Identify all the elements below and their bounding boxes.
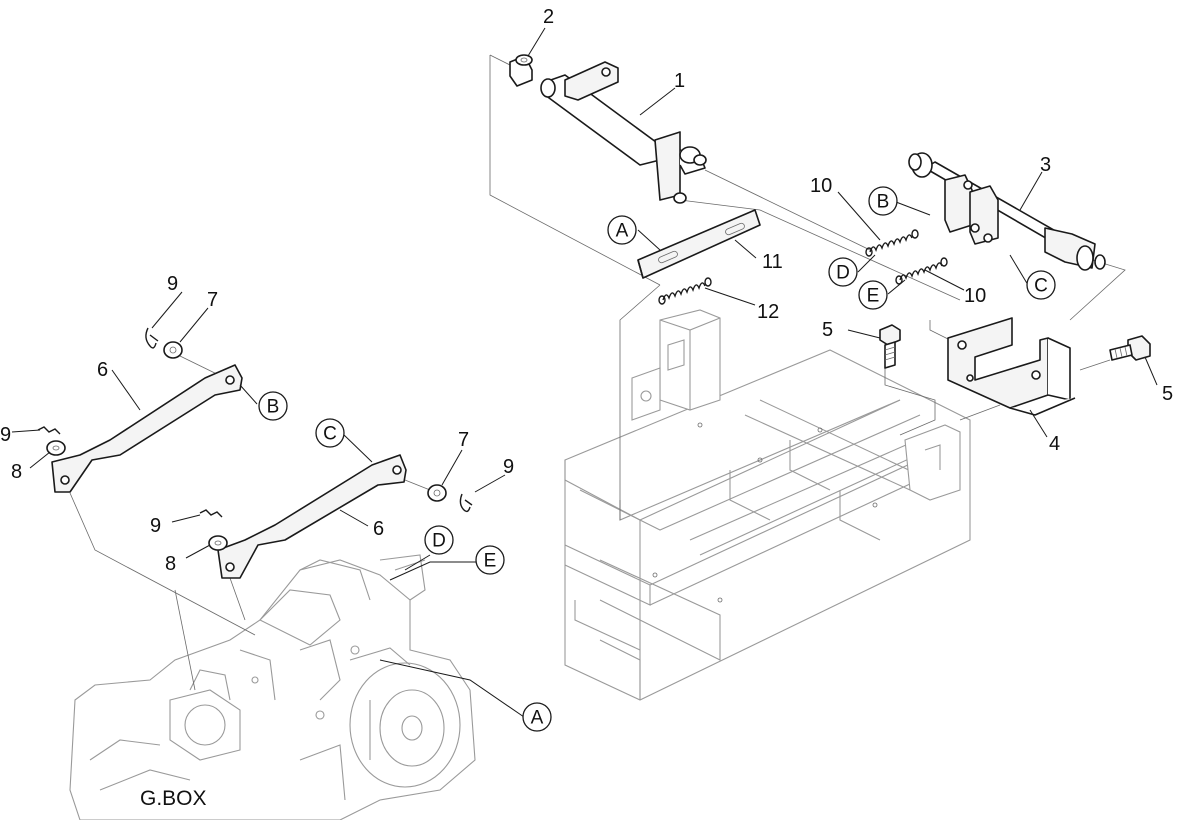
- part-number-label: 8: [165, 553, 176, 575]
- leader-lines: [69, 54, 1126, 691]
- part-2-bushing: [509, 54, 533, 87]
- part-number-label: 9: [167, 273, 178, 295]
- part-number-label: 9: [503, 456, 514, 478]
- part-12-spring: [658, 277, 712, 305]
- part-number-callouts: 2 1 3 10 10 11 12 5 5 4 9 7 6 9 8 7 9 6 …: [0, 6, 1173, 575]
- part-9-cotter-pin-3: [199, 509, 223, 518]
- connector-bubble-c-left: C: [315, 418, 345, 448]
- part-number-label: 3: [1040, 154, 1051, 176]
- svg-text:A: A: [531, 708, 544, 729]
- part-6-rod-upper: [51, 364, 243, 493]
- part-8-washer-lower: [208, 535, 228, 551]
- connector-bubble-b-left: B: [258, 391, 288, 421]
- connector-bubble-d-bottom: D: [424, 525, 454, 555]
- part-number-label: 11: [762, 251, 783, 273]
- part-number-label: 7: [458, 429, 469, 451]
- part-number-label: 6: [97, 359, 108, 381]
- part-number-label: 8: [11, 461, 22, 483]
- svg-text:B: B: [877, 192, 890, 213]
- connector-bubble-c-right: C: [1026, 270, 1056, 300]
- part-9-cotter-pin-4: [459, 493, 473, 513]
- gearbox-assembly: [69, 554, 476, 820]
- part-7-washer-upper: [163, 341, 183, 359]
- svg-text:C: C: [1034, 276, 1048, 297]
- part-8-washer-upper: [46, 440, 66, 456]
- svg-text:D: D: [432, 531, 446, 552]
- svg-text:D: D: [836, 263, 850, 284]
- part-3-shift-shaft-assembly: [908, 152, 1106, 271]
- part-9-cotter-pin-2: [37, 426, 61, 435]
- part-number-label: 9: [0, 424, 11, 446]
- svg-text:C: C: [323, 424, 337, 445]
- part-number-label: 6: [373, 518, 384, 540]
- part-number-label: 9: [150, 515, 161, 537]
- part-number-label: 7: [207, 289, 218, 311]
- part-number-label: 10: [810, 175, 832, 197]
- part-number-label: 5: [822, 319, 833, 341]
- callout-leaders: [11, 27, 1158, 718]
- connector-bubble-a-bottom: A: [522, 702, 552, 732]
- part-number-label: 2: [543, 6, 554, 28]
- part-number-label: 4: [1049, 433, 1060, 455]
- part-number-label: 5: [1162, 383, 1173, 405]
- vehicle-frame: [564, 309, 971, 701]
- part-4-bracket: [947, 317, 1076, 416]
- part-10-spring-upper: [865, 229, 919, 257]
- part-5-bolt-right: [1109, 335, 1151, 361]
- part-number-label: 12: [757, 301, 779, 323]
- svg-text:E: E: [867, 286, 880, 307]
- part-1-shift-shaft: [540, 61, 707, 204]
- connector-bubble-b-right: B: [868, 186, 898, 216]
- part-10-spring-lower: [895, 257, 948, 285]
- svg-text:E: E: [484, 551, 497, 572]
- connector-bubbles: A B C D E B C D: [258, 186, 1056, 732]
- part-6-rod-lower: [217, 454, 407, 579]
- part-number-label: 1: [674, 70, 685, 92]
- part-number-label: 10: [964, 285, 986, 307]
- part-7-washer-lower: [427, 484, 447, 502]
- svg-text:A: A: [616, 221, 629, 242]
- part-5-bolt-left: [879, 324, 901, 369]
- svg-text:B: B: [267, 397, 280, 418]
- connector-bubble-a-top: A: [607, 215, 637, 245]
- part-9-cotter-pin-1: [145, 327, 159, 349]
- connector-bubble-e-top: E: [858, 280, 888, 310]
- connector-bubble-e-bottom: E: [475, 545, 505, 575]
- gearbox-label: G.BOX: [140, 787, 207, 810]
- part-11-slotted-link: [637, 209, 761, 279]
- connector-bubble-d-top: D: [828, 257, 858, 287]
